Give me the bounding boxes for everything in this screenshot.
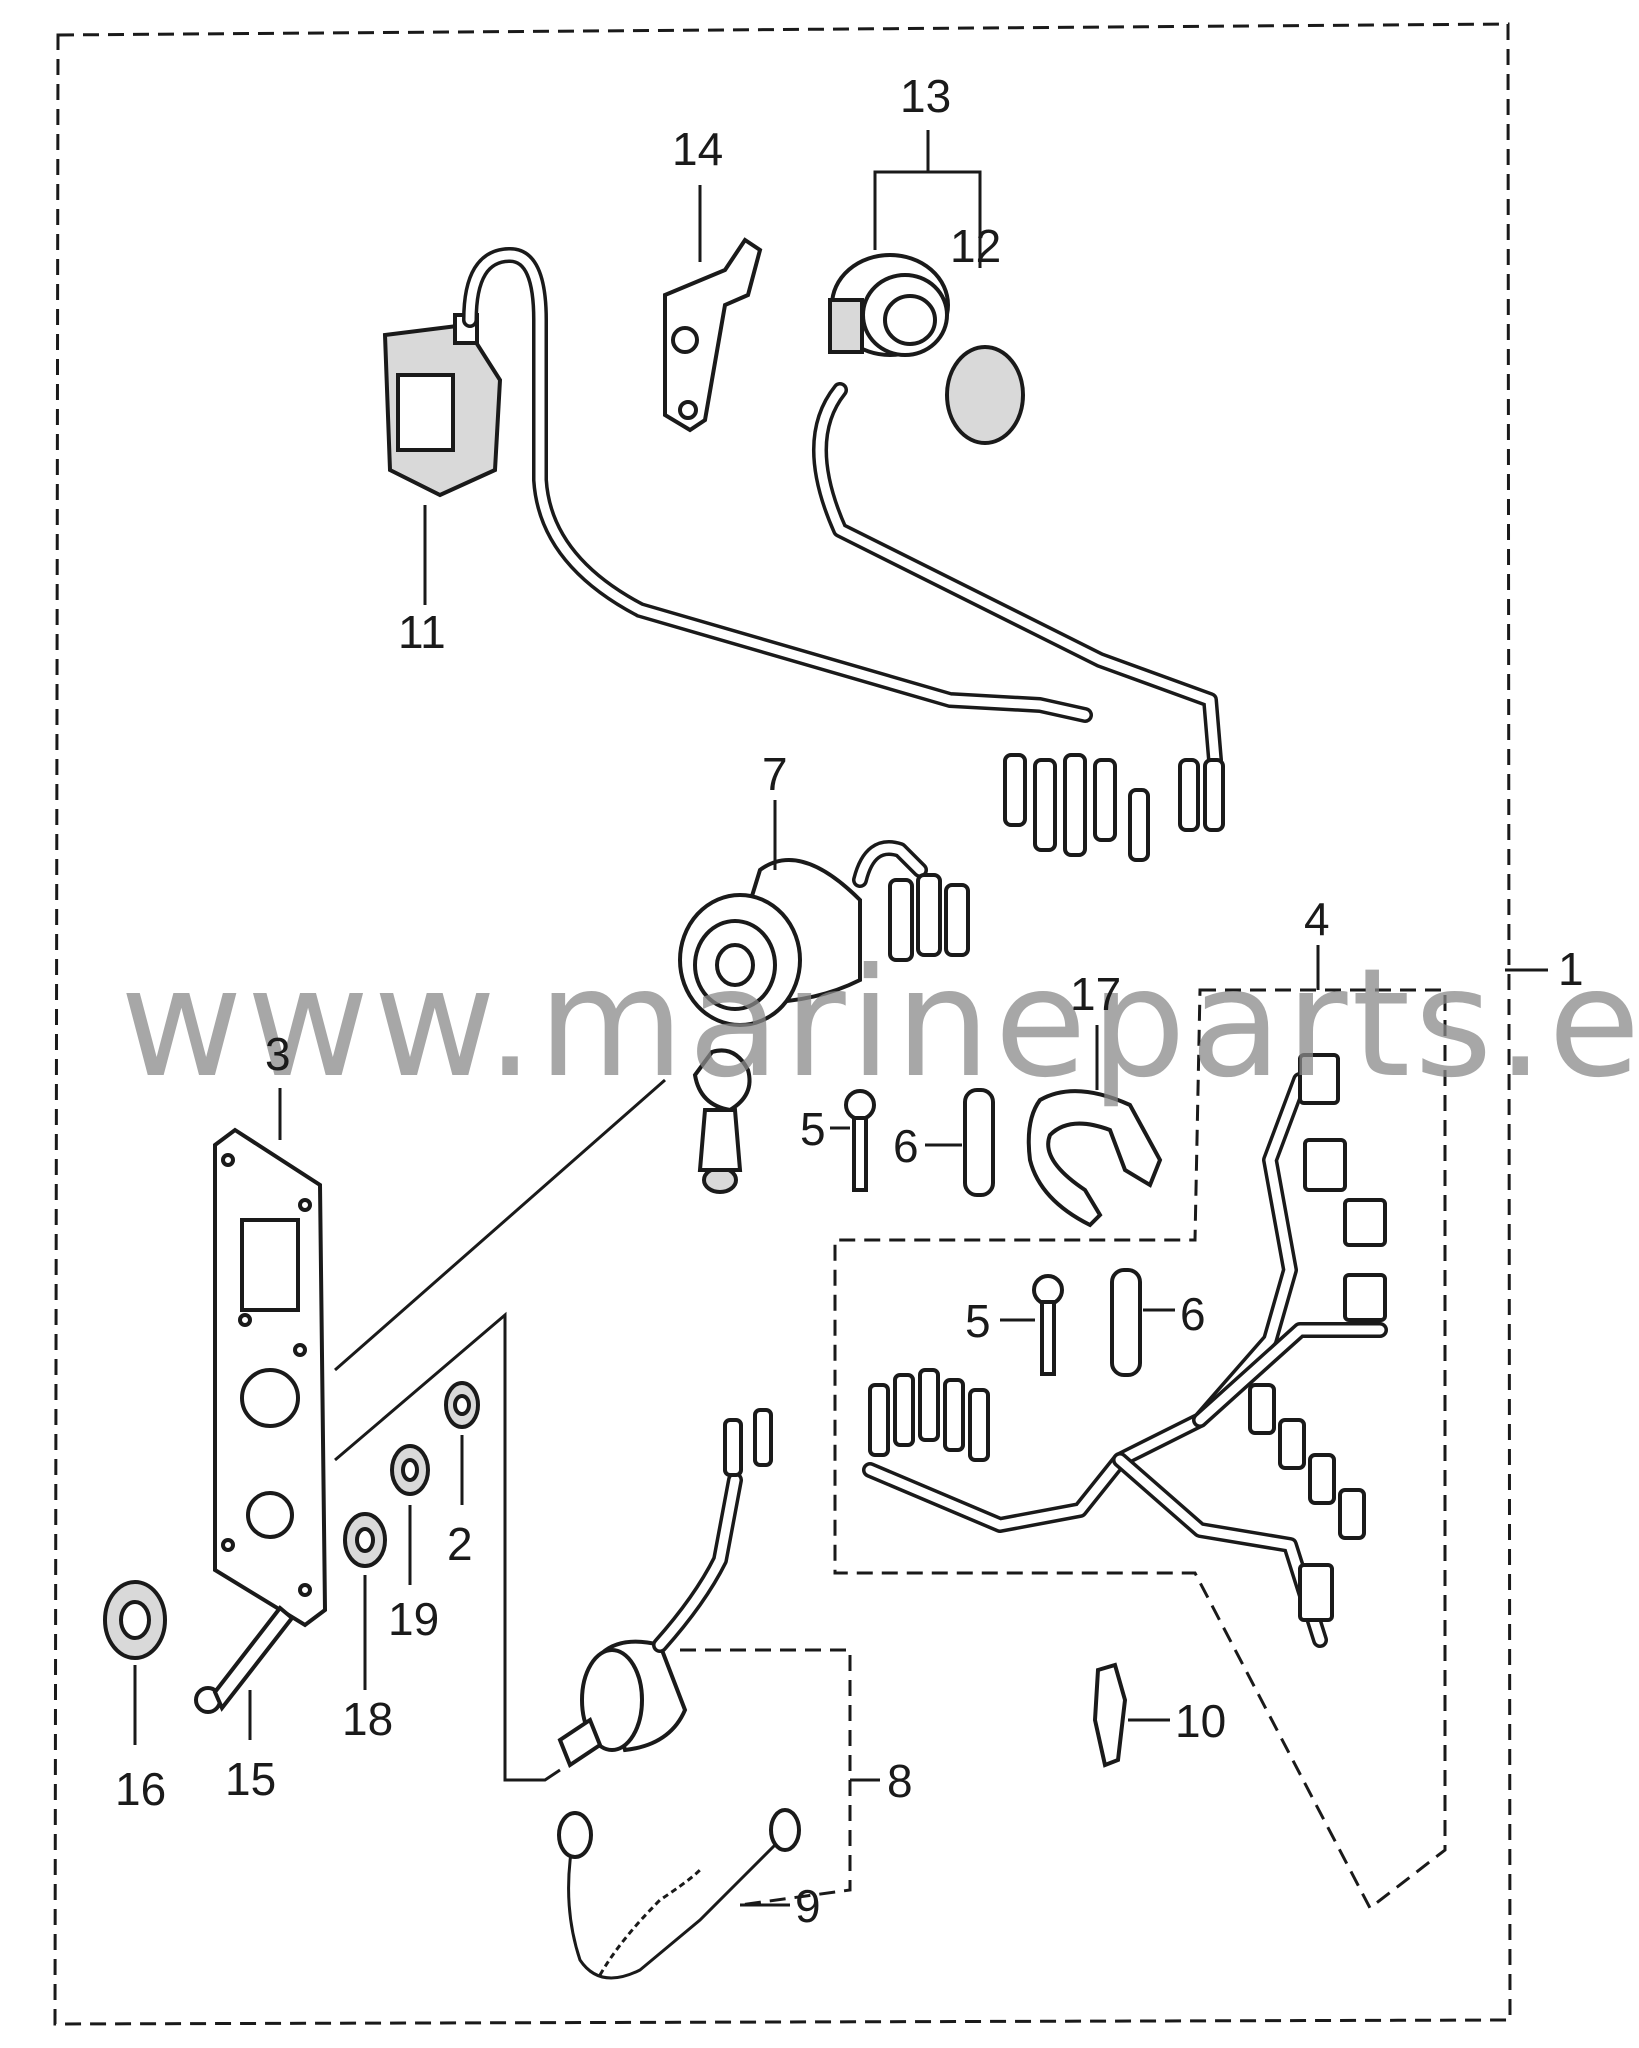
callout-8: 8 <box>887 1755 913 1807</box>
assembly-border <box>53 22 1512 2026</box>
washer-18 <box>343 1512 387 1690</box>
harness-group-border <box>833 988 1447 1911</box>
panel-3 <box>213 1088 328 1628</box>
callout-6-lower: 6 <box>1180 1288 1206 1340</box>
collar-6-upper <box>925 1088 995 1197</box>
rocker-switch-11 <box>382 247 1093 723</box>
screw-5-lower <box>1000 1274 1064 1376</box>
lanyard-9 <box>557 1808 801 1980</box>
callout-11: 11 <box>398 606 446 658</box>
clamp-17 <box>1026 1025 1163 1228</box>
leader-panel-key <box>334 1078 666 1372</box>
callout-19: 19 <box>388 1593 439 1645</box>
screw-5-upper <box>830 1089 876 1192</box>
callout-1: 1 <box>1558 943 1584 995</box>
ignition-key <box>692 1048 752 1194</box>
watermark: www.marineparts.eu <box>120 937 1639 1111</box>
callout-10: 10 <box>1175 1695 1226 1747</box>
washer-19 <box>390 1444 430 1585</box>
switch-group-bracket <box>680 1648 852 1907</box>
callout-2: 2 <box>447 1518 473 1570</box>
nut-16 <box>103 1580 167 1745</box>
ignition-switch-7 <box>678 800 970 1027</box>
callout-16: 16 <box>115 1763 166 1815</box>
callout-6-upper: 6 <box>893 1120 919 1172</box>
callout-15: 15 <box>225 1753 276 1805</box>
callout-17: 17 <box>1070 968 1121 1020</box>
meter-lens-12 <box>945 345 1025 445</box>
callout-5-lower: 5 <box>965 1295 991 1347</box>
connector-bundle <box>1003 753 1225 862</box>
harness-4 <box>862 1053 1388 1648</box>
callout-13: 13 <box>900 70 951 122</box>
bolt-15 <box>194 1605 295 1740</box>
callout-14: 14 <box>672 123 723 175</box>
callout-9: 9 <box>795 1880 821 1932</box>
callout-12: 12 <box>950 220 1001 272</box>
nut-2 <box>444 1381 480 1505</box>
callout-18: 18 <box>342 1693 393 1745</box>
callout-3: 3 <box>265 1028 291 1080</box>
bracket-14 <box>663 185 763 433</box>
callout-5-upper: 5 <box>800 1103 826 1155</box>
clip-10 <box>1092 1662 1170 1768</box>
stop-switch-8 <box>557 1408 773 1769</box>
leader-panel-switch <box>334 1311 561 1782</box>
meter-13 <box>812 253 1223 768</box>
callout-4: 4 <box>1304 893 1330 945</box>
collar-6-lower <box>1110 1268 1175 1377</box>
callout-7: 7 <box>762 748 788 800</box>
